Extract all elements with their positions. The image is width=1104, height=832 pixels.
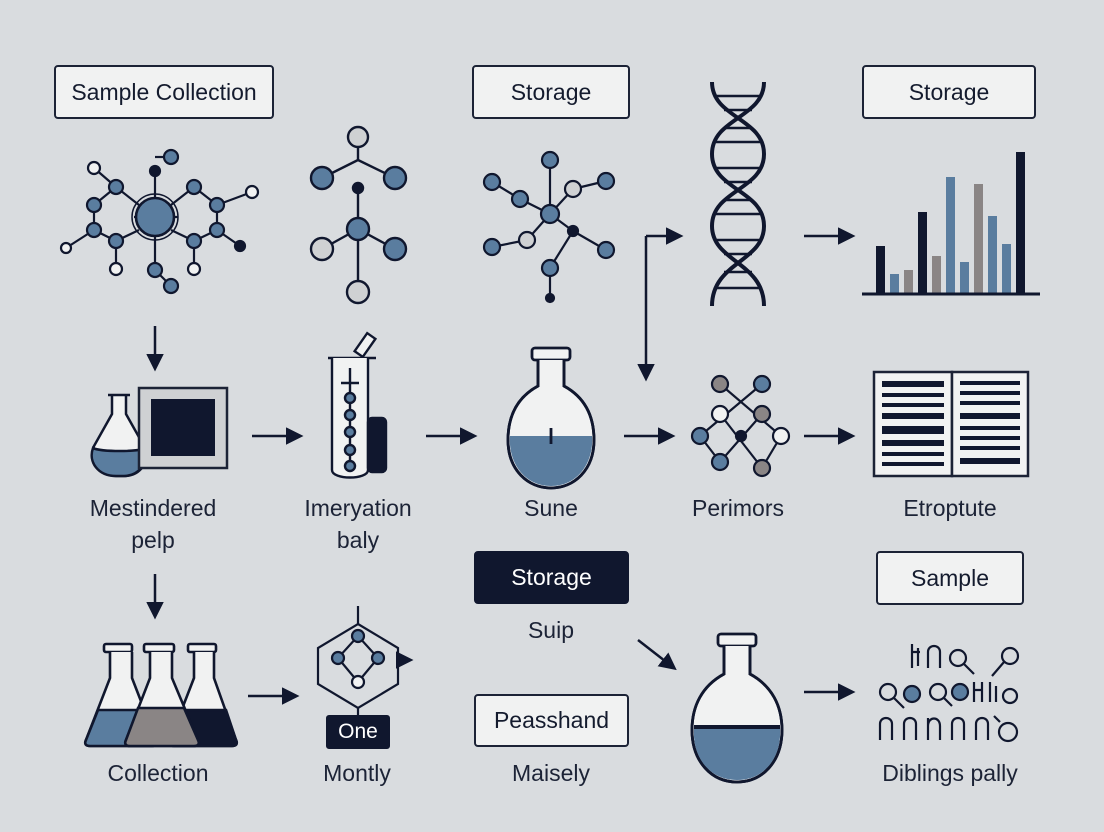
mestindered-label-line2: pelp: [131, 527, 175, 553]
imeryation-label-line1: Imeryation: [304, 495, 412, 521]
maisely-label: Maisely: [512, 760, 590, 786]
imeryation-label: Imeryation baly: [258, 492, 458, 556]
flow-arrows: [146, 227, 856, 705]
storage-box-dark: Storage: [474, 551, 629, 604]
storage-box-2: Storage: [862, 65, 1036, 119]
molecule-branch-icon: [482, 150, 616, 304]
round-flask-icon: [506, 346, 596, 490]
crossed-network-icon: [690, 374, 791, 478]
perimors-label: Perimors: [691, 495, 784, 521]
sample-collection-box: Sample Collection: [54, 65, 274, 119]
document-table-icon: [872, 370, 1030, 478]
round-flask-bottom-icon: [690, 632, 784, 784]
dna-helix-icon: [709, 81, 767, 307]
mestindered-label-line1: Mestindered: [89, 495, 217, 521]
montly-label: Montly: [323, 760, 391, 786]
collection-label: Collection: [107, 760, 209, 786]
one-badge: One: [326, 715, 390, 749]
suip-label: Suip: [527, 617, 575, 643]
test-tube-icon: [328, 331, 388, 479]
molecule-tree-icon: [309, 125, 408, 305]
imeryation-label-line2: baly: [336, 527, 380, 553]
arrow-diagonal: [637, 639, 677, 671]
sample-box: Sample: [876, 551, 1024, 605]
diblings-label: Diblings pally: [882, 760, 1018, 786]
symbol-cluster-icon: [878, 644, 1020, 743]
sune-label: Sune: [524, 495, 578, 521]
peasshand-box: Peasshand: [474, 694, 629, 747]
hexagon-network-icon: [316, 606, 400, 716]
storage-box-1: Storage: [472, 65, 630, 119]
storage-panel-icon: [137, 386, 229, 470]
erlenmeyer-flasks-icon: [83, 642, 239, 748]
bar-chart-icon: [862, 152, 1040, 296]
mestindered-label: Mestindered pelp: [53, 492, 253, 556]
etroptute-label: Etroptute: [903, 495, 997, 521]
molecule-network-icon: [59, 148, 260, 295]
